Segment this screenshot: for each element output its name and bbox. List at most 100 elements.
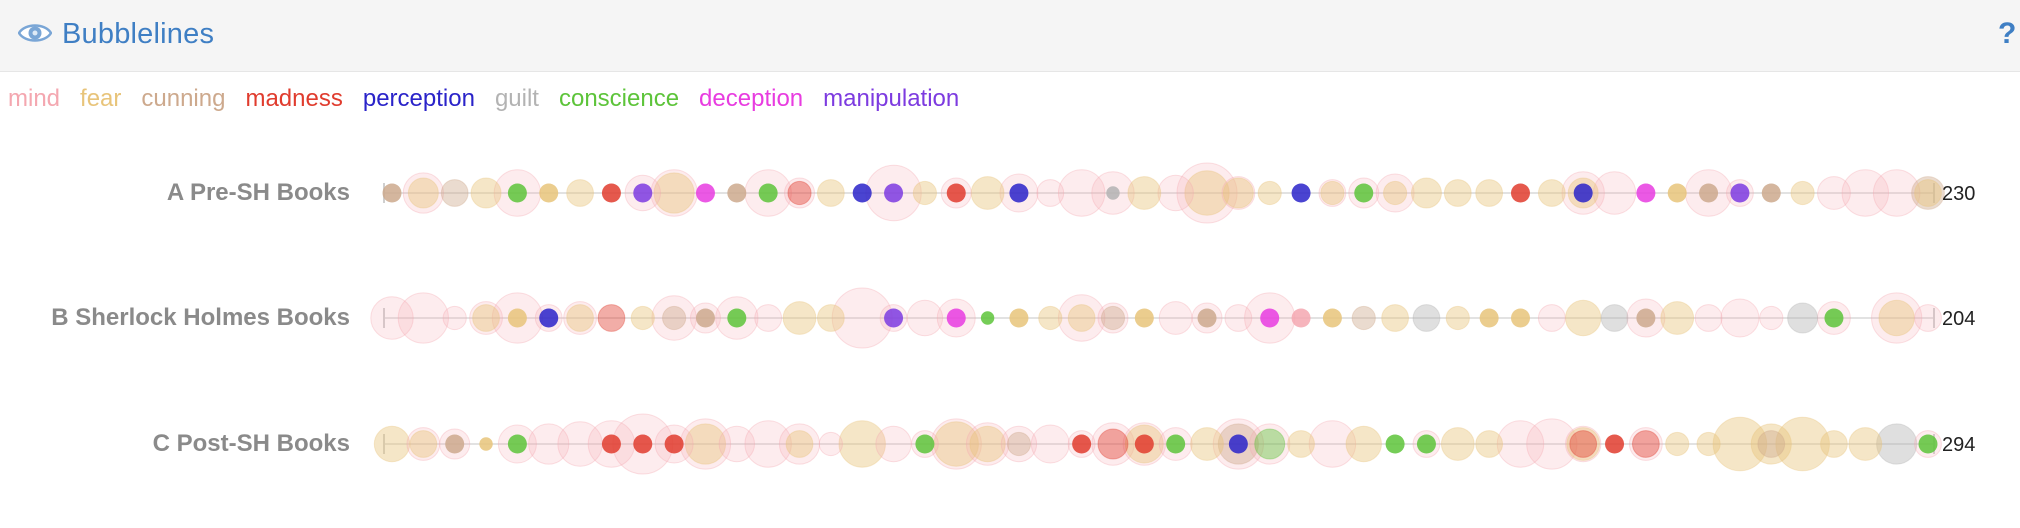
bubble-madness[interactable] <box>1631 430 1660 458</box>
bubble-fear[interactable] <box>1190 427 1224 461</box>
bubble-mind[interactable] <box>1291 308 1311 328</box>
legend-item-madness[interactable]: madness <box>245 85 343 112</box>
bubble-fear[interactable] <box>1696 431 1721 457</box>
bubble-mind[interactable] <box>1914 304 1942 332</box>
bubble-fear[interactable] <box>1222 177 1254 209</box>
bubble-mind[interactable] <box>442 305 467 331</box>
bubble-conscience[interactable] <box>1416 434 1436 454</box>
bubble-guilt[interactable] <box>1600 304 1629 332</box>
bubble-mind[interactable] <box>528 423 570 465</box>
bubble-conscience[interactable] <box>980 311 995 325</box>
bubble-fear[interactable] <box>838 420 886 468</box>
bubble-cunning[interactable] <box>1006 431 1032 457</box>
bubble-fear[interactable] <box>1184 170 1230 216</box>
bubble-madness[interactable] <box>787 180 812 206</box>
bubble-madness[interactable] <box>664 434 684 454</box>
bubble-fear[interactable] <box>1820 430 1848 458</box>
bubble-cunning[interactable] <box>1699 183 1719 203</box>
bubble-cunning[interactable] <box>382 183 402 203</box>
bubble-mind[interactable] <box>1592 171 1637 215</box>
bubble-mind[interactable] <box>1157 174 1194 212</box>
bubble-fear[interactable] <box>1345 425 1382 463</box>
bubble-manipulation[interactable] <box>884 183 904 203</box>
bubble-mind[interactable] <box>1030 424 1070 464</box>
bubble-mind[interactable] <box>1759 305 1784 331</box>
help-button[interactable]: ? <box>1998 17 2017 50</box>
bubble-madness[interactable] <box>1510 183 1530 203</box>
bubble-mind[interactable] <box>1720 298 1760 338</box>
bubble-perception[interactable] <box>1009 183 1029 203</box>
legend-item-fear[interactable]: fear <box>80 85 122 112</box>
bubble-fear[interactable] <box>816 179 845 207</box>
bubble-mind[interactable] <box>1224 304 1253 332</box>
row-label[interactable]: B Sherlock Holmes Books <box>51 304 350 331</box>
bubble-fear[interactable] <box>507 308 527 328</box>
bubble-fear[interactable] <box>1660 301 1695 335</box>
bubble-fear[interactable] <box>1257 180 1282 206</box>
bubble-mind[interactable] <box>875 425 912 463</box>
bubble-manipulation[interactable] <box>633 183 653 203</box>
bubble-mind[interactable] <box>1817 176 1851 210</box>
bubble-perception[interactable] <box>1291 183 1311 203</box>
bubble-fear[interactable] <box>816 304 845 332</box>
legend-item-guilt[interactable]: guilt <box>494 85 539 112</box>
bubble-mind[interactable] <box>818 431 843 457</box>
bubble-mind[interactable] <box>718 425 756 463</box>
bubble-fear[interactable] <box>1067 304 1096 332</box>
bubble-mind[interactable] <box>1628 427 1663 461</box>
bubble-conscience[interactable] <box>758 183 778 203</box>
bubble-mind[interactable] <box>1097 302 1129 334</box>
legend-item-conscience[interactable]: conscience <box>558 85 680 112</box>
bubble-mind[interactable] <box>1158 301 1193 335</box>
bubble-cunning[interactable] <box>662 305 687 331</box>
bubble-fear[interactable] <box>1790 180 1815 206</box>
bubble-fear[interactable] <box>782 301 817 335</box>
bubble-fear[interactable] <box>1134 308 1154 328</box>
bubble-fear[interactable] <box>407 177 439 209</box>
bubble-fear[interactable] <box>1383 180 1408 206</box>
bubble-mind[interactable] <box>1841 169 1890 217</box>
bubble-fear[interactable] <box>1775 416 1830 472</box>
bubble-fear[interactable] <box>470 177 502 209</box>
bubble-fear[interactable] <box>1510 308 1530 328</box>
bubble-mind[interactable] <box>1375 173 1415 213</box>
bubble-guilt[interactable] <box>1787 302 1819 334</box>
bubble-deception[interactable] <box>1636 183 1656 203</box>
bubble-fear[interactable] <box>684 423 727 465</box>
bubble-mind[interactable] <box>1537 304 1566 332</box>
bubble-fear[interactable] <box>1410 177 1442 209</box>
bubble-fear[interactable] <box>1566 427 1601 461</box>
bubble-fear[interactable] <box>1287 430 1315 458</box>
bubble-fear[interactable] <box>1475 430 1504 458</box>
bubble-fear[interactable] <box>1381 304 1410 332</box>
bubble-cunning[interactable] <box>1197 308 1217 328</box>
bubble-fear[interactable] <box>969 425 1006 463</box>
legend-item-cunning[interactable]: cunning <box>141 85 226 112</box>
bubble-cunning[interactable] <box>440 179 469 207</box>
bubble-cunning[interactable] <box>1911 176 1945 210</box>
bubble-madness[interactable] <box>1072 434 1092 454</box>
bubble-fear[interactable] <box>1878 299 1915 337</box>
bubble-perception[interactable] <box>1573 183 1593 203</box>
bubble-mind[interactable] <box>906 299 944 337</box>
bubble-cunning[interactable] <box>445 434 465 454</box>
bubble-mind[interactable] <box>1091 422 1135 466</box>
bubble-guilt[interactable] <box>1876 423 1918 465</box>
row-label[interactable]: A Pre-SH Books <box>166 179 350 206</box>
bubble-conscience[interactable] <box>1918 434 1938 454</box>
bubble-fear[interactable] <box>1712 416 1768 472</box>
bubble-mind[interactable] <box>1526 418 1578 470</box>
bubble-fear[interactable] <box>785 430 814 458</box>
bubble-mind[interactable] <box>1221 176 1256 210</box>
bubble-conscience[interactable] <box>1385 434 1405 454</box>
bubble-fear[interactable] <box>472 304 500 332</box>
bubble-fear[interactable] <box>1475 179 1504 207</box>
bubble-fear[interactable] <box>970 176 1005 210</box>
bubble-fear[interactable] <box>1750 423 1792 465</box>
bubble-mind[interactable] <box>370 296 414 340</box>
bubble-fear[interactable] <box>1667 183 1687 203</box>
bubble-cunning[interactable] <box>1351 305 1376 331</box>
bubble-deception[interactable] <box>946 308 966 328</box>
bubble-deception[interactable] <box>695 183 715 203</box>
bubble-fear[interactable] <box>373 425 411 463</box>
